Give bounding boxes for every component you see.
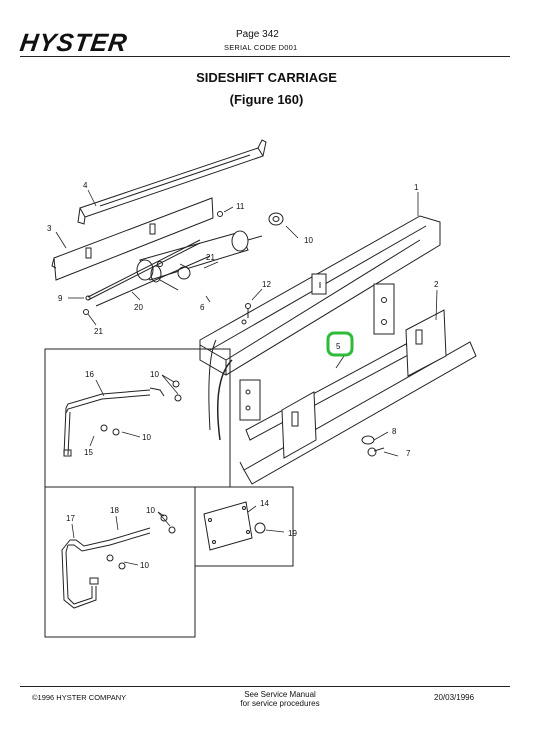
callout-5: 5 bbox=[336, 342, 341, 351]
callout-8: 8 bbox=[392, 427, 397, 436]
callout-6: 6 bbox=[200, 303, 205, 312]
callout-20: 20 bbox=[134, 303, 143, 312]
callout-15: 15 bbox=[84, 448, 93, 457]
part-bolts bbox=[361, 435, 385, 457]
callout-21-lower: 21 bbox=[94, 327, 103, 336]
footer-date: 20/03/1996 bbox=[434, 693, 475, 702]
header-rule bbox=[20, 56, 510, 57]
callout-3: 3 bbox=[47, 224, 52, 233]
callout-21-upper: 21 bbox=[206, 253, 215, 262]
inset-hose-assembly-1 bbox=[44, 348, 231, 488]
figure-label: (Figure 160) bbox=[229, 92, 304, 107]
part-washer bbox=[268, 212, 284, 226]
callout-labels: 1 2 3 4 5 6 7 8 9 10 10 10 10 10 11 12 1… bbox=[47, 181, 439, 570]
footer-note: See Service Manual for service procedure… bbox=[180, 690, 380, 708]
inset-hose-assembly-2 bbox=[44, 486, 196, 638]
callout-7: 7 bbox=[406, 449, 411, 458]
page-number: Page 342 bbox=[236, 29, 279, 40]
callout-10-inset2-bottom: 10 bbox=[140, 561, 149, 570]
part-screw bbox=[245, 303, 251, 318]
callout-18: 18 bbox=[110, 506, 119, 515]
callout-19: 19 bbox=[288, 529, 297, 538]
serial-code: SERIAL CODE D001 bbox=[224, 43, 298, 52]
part-cover-plate bbox=[77, 139, 267, 225]
footer-note-line-1: See Service Manual bbox=[244, 690, 316, 699]
footer-note-line-2: for service procedures bbox=[240, 699, 320, 708]
page-title: SIDESHIFT CARRIAGE bbox=[196, 70, 337, 85]
callout-10-inset1-bottom: 10 bbox=[142, 433, 151, 442]
callout-17: 17 bbox=[66, 514, 75, 523]
callout-10-inset2-top: 10 bbox=[146, 506, 155, 515]
inset-cover-plate bbox=[194, 486, 294, 567]
part-sideshift-frame bbox=[239, 309, 477, 485]
callout-16: 16 bbox=[85, 370, 94, 379]
callout-4: 4 bbox=[83, 181, 88, 190]
callout-12: 12 bbox=[262, 280, 271, 289]
callout-11: 11 bbox=[236, 202, 245, 211]
callout-14: 14 bbox=[260, 499, 269, 508]
footer-rule bbox=[20, 686, 510, 687]
footer-copyright: ©1996 HYSTER COMPANY bbox=[32, 693, 127, 702]
callout-2: 2 bbox=[434, 280, 439, 289]
part-lower-plate bbox=[51, 197, 214, 281]
callout-1: 1 bbox=[414, 183, 419, 192]
part-cylinder bbox=[136, 230, 263, 291]
callout-9: 9 bbox=[58, 294, 63, 303]
leader-lines bbox=[55, 189, 438, 457]
highlight-box bbox=[326, 331, 354, 357]
callout-10-washer: 10 bbox=[304, 236, 313, 245]
callout-10-inset1-top: 10 bbox=[150, 370, 159, 379]
part-tie-rods bbox=[83, 211, 223, 315]
part-carriage-frame bbox=[199, 215, 441, 441]
